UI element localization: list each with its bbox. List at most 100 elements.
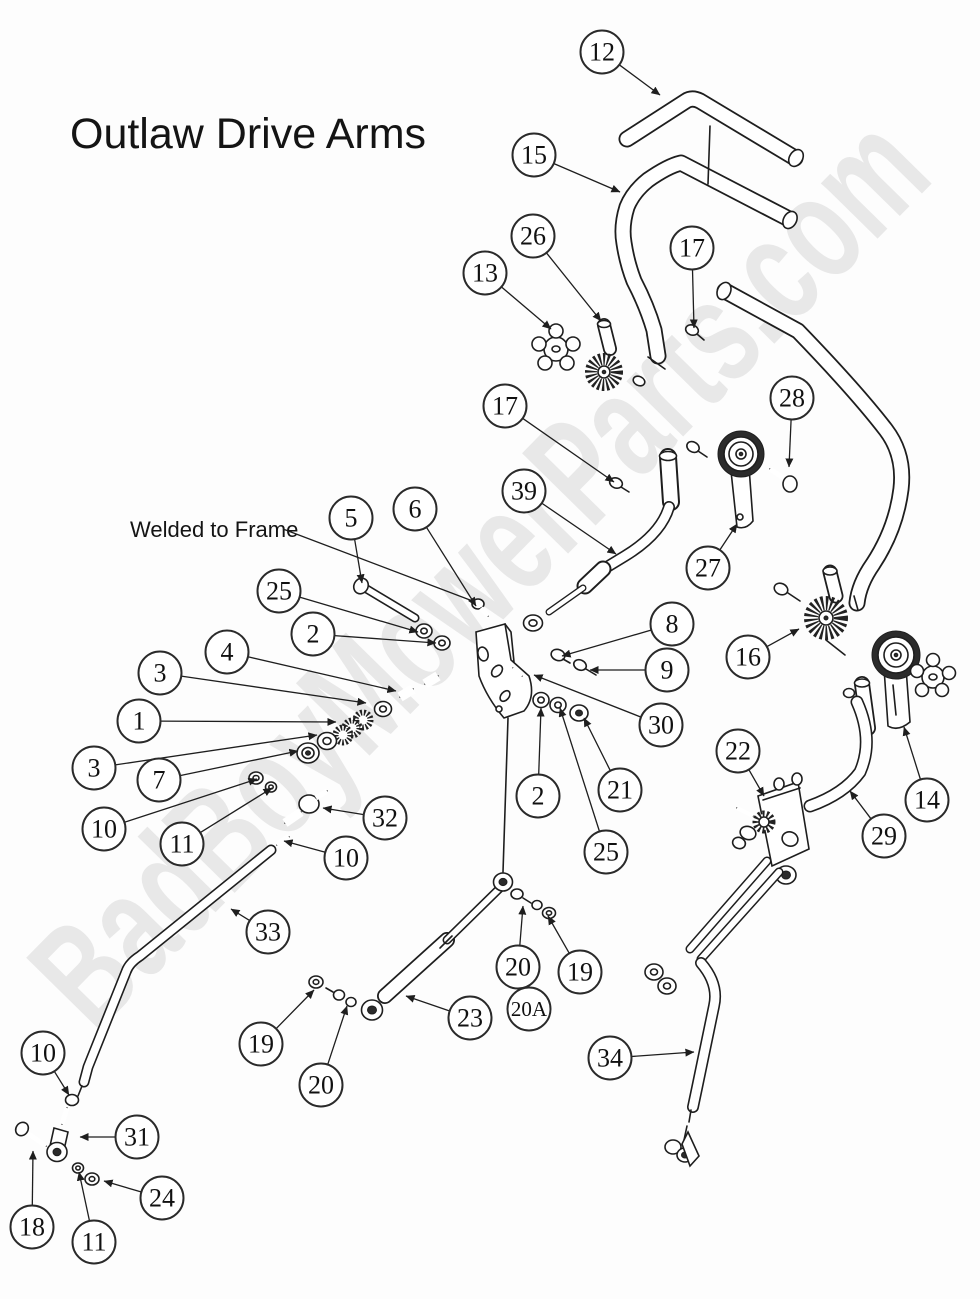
pin-28 [768, 466, 798, 493]
washers-2-25-nut-21 [532, 691, 589, 722]
gear-disc-26 [585, 321, 646, 391]
svg-text:2: 2 [532, 782, 545, 811]
leader-20-38 [327, 1005, 349, 1065]
callout-7: 7 [136, 757, 182, 803]
curved-tube-29 [810, 702, 866, 806]
callout-25: 25 [256, 568, 302, 614]
callout-32: 32 [362, 795, 408, 841]
leader-2-22 [536, 707, 545, 775]
center-bracket [471, 598, 533, 719]
svg-text:10: 10 [333, 844, 359, 873]
callout-9: 9 [644, 647, 690, 693]
gear-disc-16 [773, 567, 848, 656]
welded-to-frame-label: Welded to Frame [130, 517, 298, 542]
right-handlebar-tube [716, 281, 901, 610]
svg-text:17: 17 [679, 234, 705, 263]
svg-text:39: 39 [511, 477, 537, 506]
svg-text:25: 25 [593, 838, 619, 867]
callout-24: 24 [139, 1175, 185, 1221]
leader-10-40 [53, 1070, 70, 1096]
spacers-4 [397, 671, 441, 702]
leader-17-6 [522, 417, 615, 483]
leader-26-2 [545, 252, 602, 322]
callout-20: 20 [495, 944, 541, 990]
leader-10-31 [283, 839, 326, 853]
svg-text:20: 20 [505, 953, 531, 982]
bolt-post-top [686, 440, 708, 458]
callout-11: 11 [159, 821, 205, 867]
callout-10: 10 [81, 806, 127, 852]
leader-11-44 [76, 1171, 91, 1222]
leader-17-3 [689, 269, 698, 329]
svg-text:33: 33 [255, 918, 281, 947]
callout-19: 19 [238, 1021, 284, 1067]
svg-text:23: 23 [457, 1004, 483, 1033]
svg-text:8: 8 [666, 610, 679, 639]
callout-15: 15 [511, 132, 557, 178]
callout-26: 26 [510, 213, 556, 259]
leader-1-14 [160, 717, 337, 726]
leader-29-26 [849, 790, 872, 820]
drive-arms-22 [644, 861, 779, 995]
svg-text:25: 25 [266, 577, 292, 606]
callout-30: 30 [638, 702, 684, 748]
leader-4-12 [247, 656, 397, 693]
leader-lines [28, 64, 922, 1222]
svg-text:5: 5 [345, 504, 358, 533]
leader-28-5 [785, 419, 794, 468]
leader-20-33 [518, 905, 527, 946]
handle-tube-12 [627, 99, 805, 168]
lower-arm-34 [664, 963, 715, 1168]
svg-text:20: 20 [308, 1071, 334, 1100]
svg-text:1: 1 [133, 707, 146, 736]
drive-arm-artwork [14, 99, 957, 1186]
callout-3: 3 [137, 650, 183, 696]
leader-13-4 [500, 286, 552, 330]
leader-12-0 [618, 64, 661, 96]
leader-33-32 [230, 908, 251, 922]
callout-34: 34 [587, 1035, 633, 1081]
handle-tube-15 [623, 163, 798, 370]
svg-text:11: 11 [81, 1228, 106, 1257]
leader-5-8 [353, 539, 365, 584]
page-title: Outlaw Drive Arms [70, 110, 426, 158]
svg-text:24: 24 [149, 1184, 175, 1213]
svg-text:21: 21 [607, 776, 633, 805]
callout-13: 13 [462, 250, 508, 296]
leader-21-23 [583, 717, 611, 772]
star-knob-14 [909, 652, 957, 698]
leader-34-39 [631, 1048, 695, 1058]
callout-16: 16 [725, 634, 771, 680]
leader-23-36 [405, 995, 450, 1012]
callout-23: 23 [447, 995, 493, 1041]
leader-19-37 [275, 989, 315, 1030]
leader-27-20 [719, 523, 738, 551]
callout-1: 1 [116, 698, 162, 744]
leader-8-17 [561, 629, 652, 658]
callout-25: 25 [583, 829, 629, 875]
svg-text:15: 15 [521, 141, 547, 170]
leader-39-7 [541, 502, 617, 555]
svg-text:10: 10 [91, 815, 117, 844]
svg-text:16: 16 [735, 643, 761, 672]
callout-6: 6 [392, 486, 438, 532]
svg-text:32: 32 [372, 804, 398, 833]
assembly-line [707, 125, 711, 185]
bolts-8-9 [550, 648, 597, 676]
callout-20: 20 [298, 1062, 344, 1108]
leader-2-11 [334, 634, 437, 647]
callout-22: 22 [715, 728, 761, 774]
callout-4: 4 [204, 629, 250, 675]
welded-to-frame-leader [282, 528, 471, 601]
callout-18: 18 [9, 1204, 55, 1250]
cam-lever-27 [717, 430, 765, 529]
svg-text:2: 2 [307, 620, 320, 649]
leader-3-13 [181, 675, 367, 706]
tie-rod-23 [360, 872, 514, 1021]
svg-text:19: 19 [248, 1030, 274, 1059]
callout-19: 19 [557, 949, 603, 995]
svg-text:14: 14 [914, 786, 940, 815]
callout-14: 14 [904, 777, 950, 823]
callout-12: 12 [579, 29, 625, 75]
